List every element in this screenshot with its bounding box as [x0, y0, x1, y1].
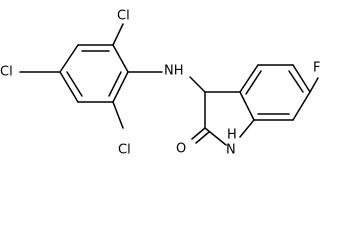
- ring-bond: [239, 91, 255, 121]
- chlorine-label: Cl: [117, 9, 130, 24]
- ring-double-bond: [245, 70, 262, 95]
- lactam-n-label: N: [226, 143, 236, 158]
- lactam-ring: [204, 91, 255, 146]
- chlorine-label: Cl: [0, 65, 13, 80]
- ring-bond: [112, 44, 129, 73]
- ring-bond: [239, 64, 259, 93]
- ring-bond: [204, 127, 227, 146]
- lactam-h-label: H: [227, 128, 237, 143]
- chlorine-label: Cl: [118, 143, 131, 158]
- ring-double-bond: [108, 71, 122, 97]
- nh-c3-bond: [189, 76, 206, 93]
- ring-bond: [292, 64, 311, 93]
- cl-bond-top: [112, 23, 124, 46]
- molecule-structure: Cl Cl Cl NH F O H N: [0, 9, 320, 158]
- carbonyl-bond: [191, 127, 206, 140]
- ring-bond: [59, 71, 79, 103]
- ring-bond: [59, 44, 79, 73]
- ring-bond: [239, 119, 255, 138]
- fluorine-label: F: [313, 61, 320, 76]
- oxygen-label: O: [176, 142, 186, 157]
- carbonyl-double-bond: [195, 131, 210, 144]
- f-bond: [309, 77, 319, 93]
- ring-double-bond: [288, 70, 304, 93]
- cl-bond-bottom: [112, 101, 124, 129]
- trichlorophenyl-ring: [59, 44, 129, 103]
- amine-nh-label: NH: [164, 64, 184, 79]
- fluorobenzene-ring: [239, 64, 311, 121]
- ring-bond: [292, 91, 311, 121]
- ring-double-bond: [66, 71, 83, 97]
- ring-bond: [112, 71, 129, 103]
